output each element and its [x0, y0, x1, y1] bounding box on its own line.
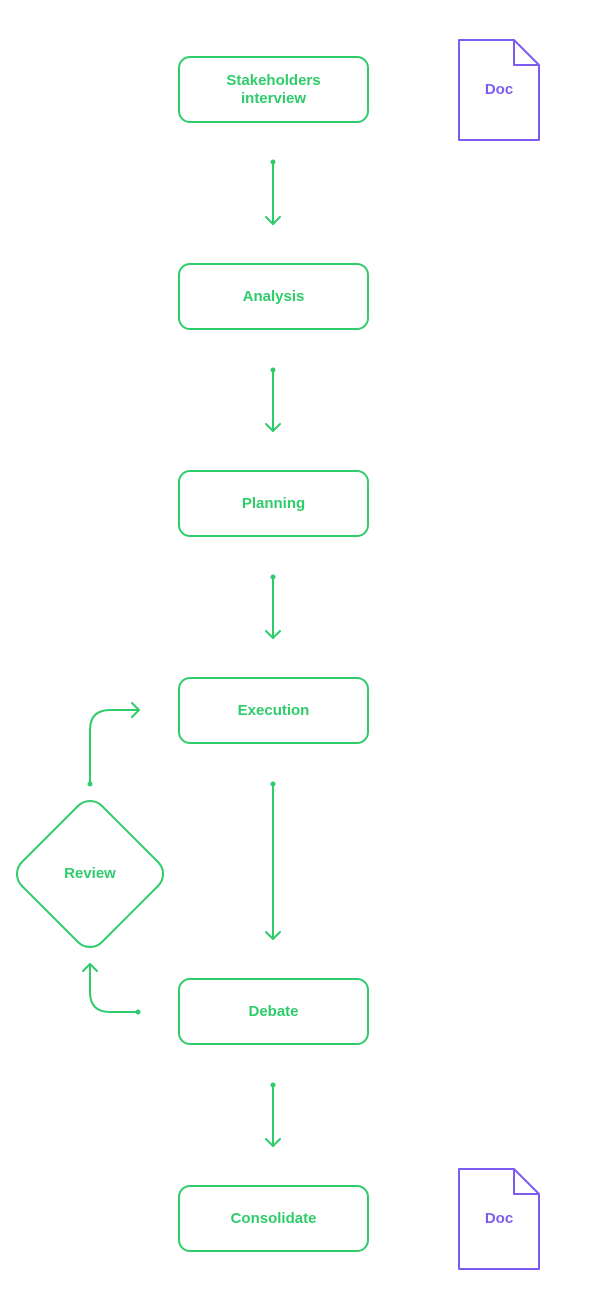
decision-review[interactable]: Review — [15, 799, 165, 949]
document-label: Doc — [484, 81, 514, 98]
step-consolidate[interactable]: Consolidate — [178, 1185, 369, 1252]
step-label: Analysis — [242, 287, 305, 305]
step-label: Debate — [248, 1002, 299, 1020]
document-icon — [458, 1168, 540, 1270]
arrow-stakeholders-to-analysis — [265, 159, 281, 225]
step-analysis[interactable]: Analysis — [178, 263, 369, 330]
document-top[interactable]: Doc — [458, 39, 540, 141]
step-planning[interactable]: Planning — [178, 470, 369, 537]
arrow-debate-to-consolidate — [265, 1082, 281, 1147]
document-label: Doc — [484, 1210, 514, 1227]
arrow-planning-to-execution — [265, 574, 281, 639]
arrow-execution-to-debate — [265, 781, 281, 940]
arrow-debate-to-review — [82, 963, 141, 1015]
step-label: Execution — [237, 701, 310, 719]
arrow-analysis-to-planning — [265, 367, 281, 432]
step-label: Planning — [241, 494, 306, 512]
document-bottom[interactable]: Doc — [458, 1168, 540, 1270]
step-debate[interactable]: Debate — [178, 978, 369, 1045]
document-icon — [458, 39, 540, 141]
step-execution[interactable]: Execution — [178, 677, 369, 744]
decision-label: Review — [64, 865, 116, 882]
step-label: Consolidate — [230, 1209, 317, 1227]
arrow-review-to-execution — [87, 702, 140, 787]
diamond-shape — [16, 800, 164, 948]
step-label: Stakeholders interview — [226, 71, 321, 107]
step-stakeholders-interview[interactable]: Stakeholders interview — [178, 56, 369, 123]
